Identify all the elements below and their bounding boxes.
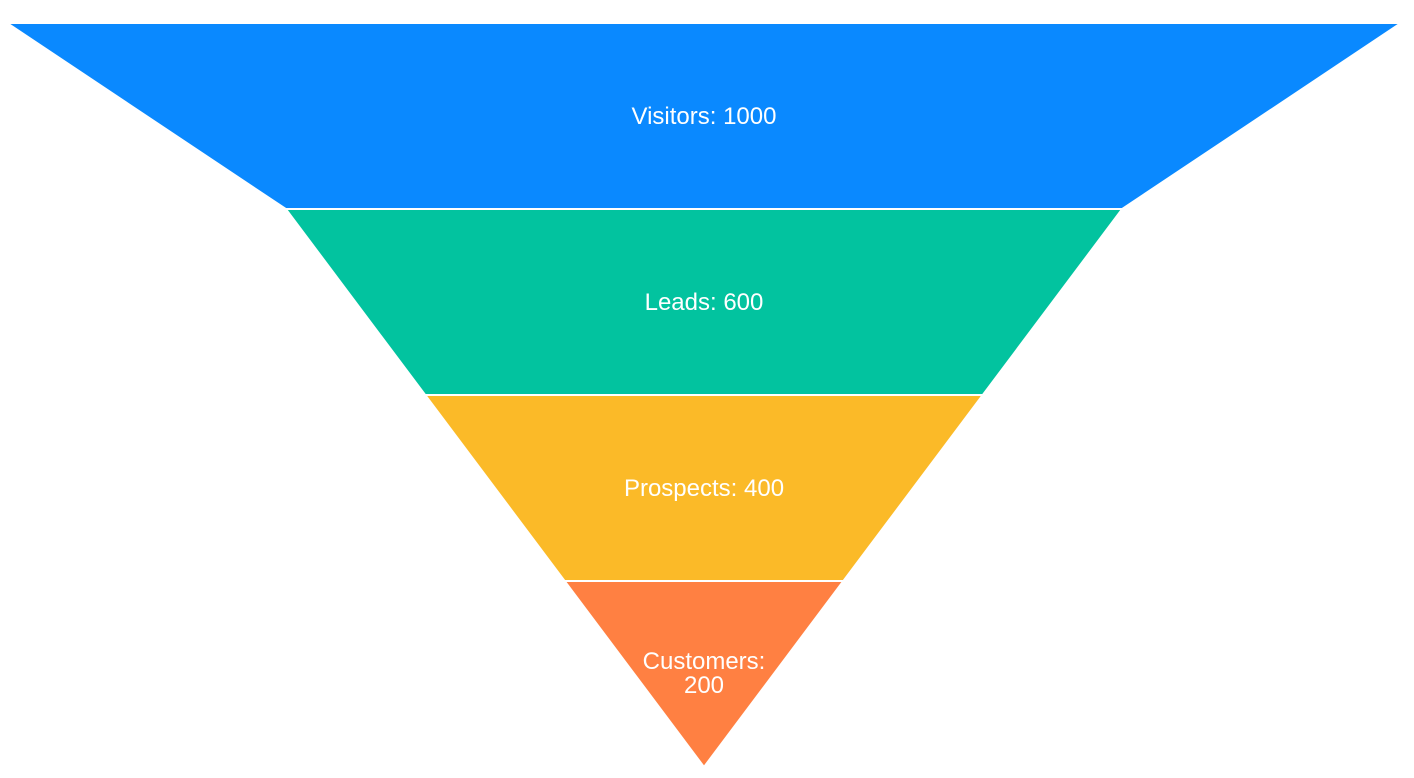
funnel-label-prospects: Prospects: 400 xyxy=(624,475,784,502)
funnel-label-line-customers-1: Customers: xyxy=(643,648,766,675)
funnel-label-line-customers-2: 200 xyxy=(684,672,724,699)
funnel-stage-customers xyxy=(562,580,846,769)
funnel-label-visitors: Visitors: 1000 xyxy=(632,103,777,130)
funnel-label-leads: Leads: 600 xyxy=(645,289,764,316)
funnel-label-customers: Customers:200 xyxy=(643,648,766,699)
